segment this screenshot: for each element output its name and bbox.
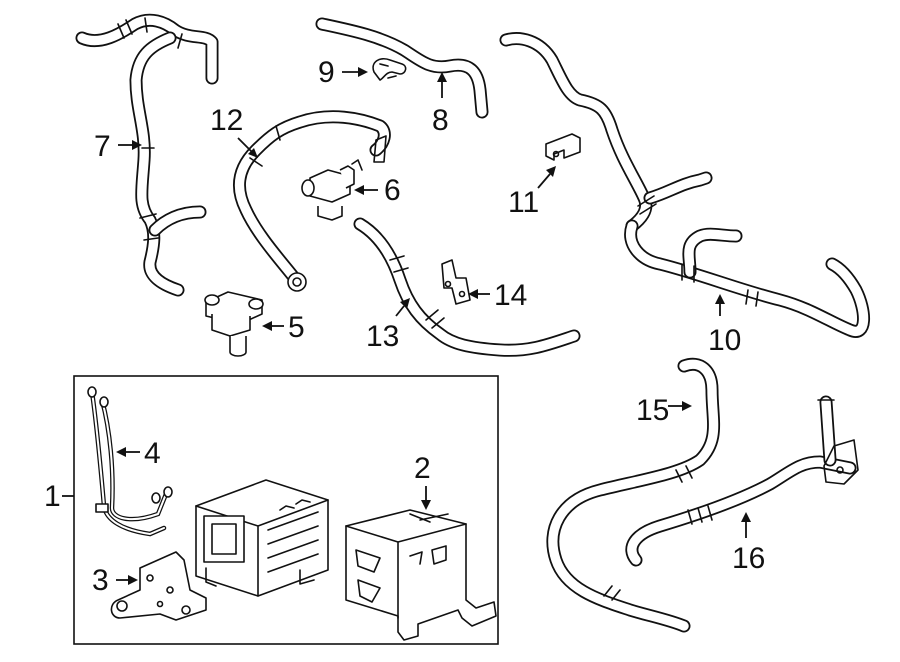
callout-1: 1	[44, 480, 74, 513]
callout-13: 13	[366, 298, 410, 353]
part-16-tube	[625, 395, 859, 567]
callout-3: 3	[92, 564, 138, 597]
callout-label-14: 14	[494, 279, 527, 312]
part-7-hose	[75, 13, 219, 297]
part-13-hose	[353, 217, 581, 357]
module-unit	[195, 479, 329, 597]
callout-14: 14	[468, 279, 527, 312]
callout-9: 9	[318, 56, 368, 89]
callout-label-1: 1	[44, 480, 61, 513]
callout-label-8: 8	[432, 104, 449, 137]
part-14-bracket	[441, 259, 471, 305]
part-9-clip	[372, 57, 407, 81]
callout-4: 4	[116, 437, 161, 470]
callout-label-7: 7	[94, 130, 111, 163]
callout-label-12: 12	[210, 104, 243, 137]
callout-12: 12	[210, 104, 258, 158]
part-4-cable-set	[87, 386, 173, 537]
callout-5: 5	[262, 311, 305, 344]
callout-6: 6	[354, 174, 401, 207]
callout-label-5: 5	[288, 311, 305, 344]
callout-label-4: 4	[144, 437, 161, 470]
callout-label-11: 11	[508, 186, 539, 219]
callout-10: 10	[708, 294, 741, 357]
callout-label-13: 13	[366, 320, 399, 353]
callout-8: 8	[432, 72, 449, 137]
callout-label-2: 2	[414, 452, 431, 485]
callout-label-10: 10	[708, 324, 741, 357]
part-12-hose	[232, 110, 391, 292]
part-8-tube	[315, 17, 489, 119]
callout-label-16: 16	[732, 542, 765, 575]
callout-label-6: 6	[384, 174, 401, 207]
callout-label-3: 3	[92, 564, 109, 597]
callout-16: 16	[732, 512, 765, 575]
kit-box	[73, 375, 499, 645]
part-5-valve	[204, 291, 264, 357]
part-2-bracket	[345, 509, 497, 641]
callout-label-15: 15	[636, 394, 669, 427]
part-6-valve	[301, 159, 363, 221]
callout-7: 7	[94, 130, 142, 163]
callout-label-9: 9	[318, 56, 335, 89]
part-10-hose-assembly	[499, 32, 871, 338]
part-3-bracket	[110, 551, 207, 621]
callout-2: 2	[414, 452, 431, 510]
callout-11: 11	[508, 166, 556, 219]
part-11-bracket	[545, 133, 581, 161]
callout-15: 15	[636, 394, 692, 427]
part-15-hose	[546, 357, 721, 633]
